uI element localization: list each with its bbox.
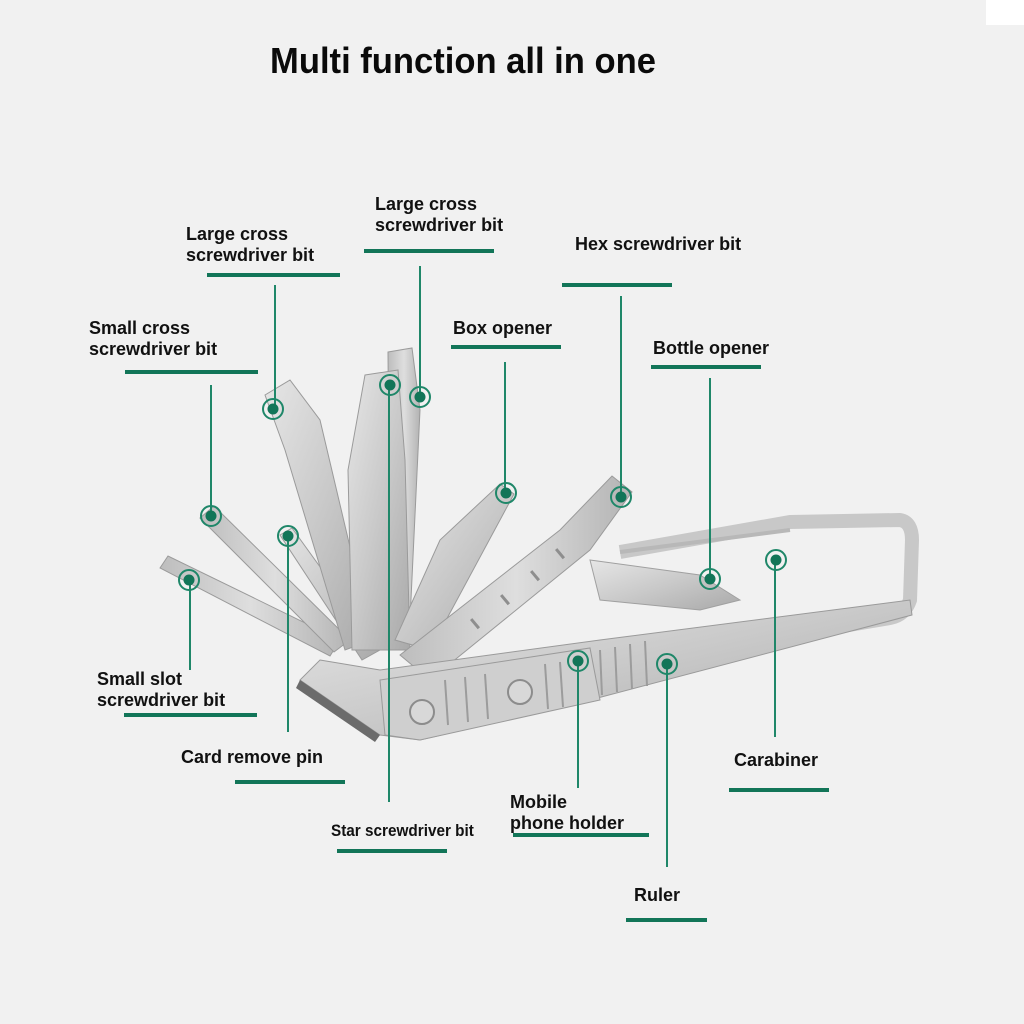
callout-dot-card-pin [277,525,299,547]
callout-line-ruler [666,664,668,867]
underline-small-slot [124,713,257,717]
callout-dot-small-slot [178,569,200,591]
label-star-bit: Star screwdriver bit [331,821,474,840]
underline-small-cross [125,370,258,374]
callout-dot-phone-holder [567,650,589,672]
callout-dot-large-cross-left [262,398,284,420]
callout-line-bottle-opener [709,378,711,579]
underline-star-bit [337,849,447,853]
underline-bottle-opener [651,365,761,369]
underline-large-cross-right [364,249,494,253]
label-ruler: Ruler [634,885,681,905]
callout-dot-ruler [656,653,678,675]
label-large-cross-right: Large cross screwdriver bit [375,194,504,235]
label-card-pin: Card remove pin [181,747,324,767]
callout-line-card-pin [287,536,289,732]
callout-dot-carabiner [765,549,787,571]
callout-line-hex [620,296,622,496]
callout-dot-hex [610,486,632,508]
corner-white-box [986,0,1024,25]
label-hex-bit: Hex screwdriver bit [575,234,742,254]
underline-phone-holder [513,833,649,837]
callout-line-large-cross-left [274,285,276,409]
underline-large-cross-left [207,273,340,277]
callout-line-star [388,385,390,802]
callout-dot-small-cross [200,505,222,527]
callout-line-large-cross-right [419,266,421,396]
callout-line-box-opener [504,362,506,493]
underline-carabiner [729,788,829,792]
callout-dot-large-cross-right [409,386,431,408]
label-carabiner: Carabiner [734,750,819,770]
callout-dot-box-opener [495,482,517,504]
label-box-opener: Box opener [453,318,553,338]
underline-box-opener [451,345,561,349]
callout-line-small-slot [189,580,191,670]
label-small-slot: Small slot screwdriver bit [97,669,226,710]
callout-line-small-cross [210,385,212,516]
underline-hex-bit [562,283,672,287]
callout-line-carabiner [774,560,776,737]
page-title: Multi function all in one [270,40,656,81]
label-phone-holder: Mobile phone holder [510,792,624,833]
label-large-cross-left: Large cross screwdriver bit [186,224,315,265]
callout-dot-bottle-opener [699,568,721,590]
callout-line-phone-holder [577,661,579,788]
label-small-cross: Small cross screwdriver bit [89,318,218,359]
label-bottle-opener: Bottle opener [653,338,770,358]
underline-ruler [626,918,707,922]
underline-card-pin [235,780,345,784]
callout-dot-star [379,374,401,396]
